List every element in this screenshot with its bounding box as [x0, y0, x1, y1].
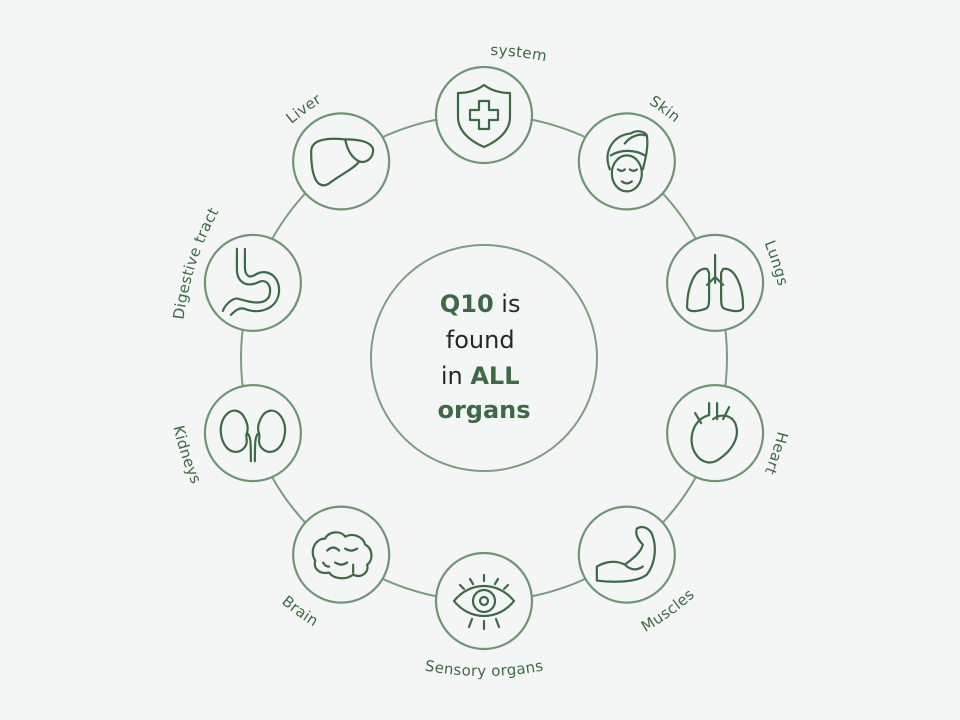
- organ-label-text: Sensory organs: [424, 657, 545, 680]
- face-towel-icon: [606, 130, 649, 193]
- organ-node-skin: Skin: [577, 92, 684, 211]
- lungs-icon: [686, 253, 745, 313]
- stomach-icon: [221, 247, 281, 317]
- organ-node-brain: Brain: [278, 505, 391, 630]
- shield-cross-icon: [456, 83, 512, 149]
- organ-node-sensory-organs: Sensory organs: [424, 551, 545, 680]
- center-text-in: in: [441, 362, 471, 390]
- organ-circle: [434, 65, 534, 165]
- organ-node-heart: Heart: [666, 383, 792, 483]
- organ-node-lungs: Lungs: [666, 233, 792, 333]
- organ-label: Brain: [278, 592, 321, 630]
- organ-label-text: Kidneys: [169, 424, 204, 487]
- organ-node-liver: Liver: [283, 90, 391, 211]
- center-text-is: is: [494, 290, 521, 318]
- organ-circle: [203, 383, 302, 483]
- liver-icon: [310, 137, 375, 187]
- organ-label: Sensory organs: [424, 657, 545, 680]
- organ-node-kidneys: Kidneys: [169, 383, 302, 487]
- organ-label: Lungs: [761, 238, 792, 288]
- organ-circle: [203, 233, 302, 333]
- heart-organ-icon: [690, 401, 738, 464]
- organ-circle: [292, 505, 391, 604]
- eye-icon: [452, 573, 516, 631]
- organ-label-text: Heart: [761, 430, 791, 477]
- brain-icon: [311, 531, 373, 580]
- organ-label: Immune system: [0, 0, 549, 65]
- organ-label: Kidneys: [169, 424, 205, 487]
- center-text-found: found: [446, 326, 515, 354]
- organ-node-immune-system: Immune system: [0, 0, 549, 165]
- organ-circle: [577, 112, 676, 211]
- organ-circle: [666, 383, 765, 483]
- all-highlight: ALL: [470, 362, 519, 390]
- center-circle: [370, 244, 598, 472]
- organ-circle: [434, 551, 534, 651]
- organ-label-text: Lungs: [761, 238, 792, 288]
- organ-label-text: Immune system: [0, 0, 548, 65]
- kidneys-icon: [219, 409, 287, 463]
- organ-label-text: Brain: [278, 592, 321, 630]
- organ-node-muscles: Muscles: [577, 505, 698, 636]
- flexed-arm-icon: [595, 525, 656, 583]
- organ-circle: [292, 112, 391, 211]
- organs-highlight: organs: [437, 396, 530, 424]
- organ-circle: [577, 505, 676, 604]
- center-text: Q10 is found in ALL organs: [437, 290, 530, 424]
- organ-label: Heart: [761, 430, 792, 477]
- q10-highlight: Q10: [440, 290, 494, 318]
